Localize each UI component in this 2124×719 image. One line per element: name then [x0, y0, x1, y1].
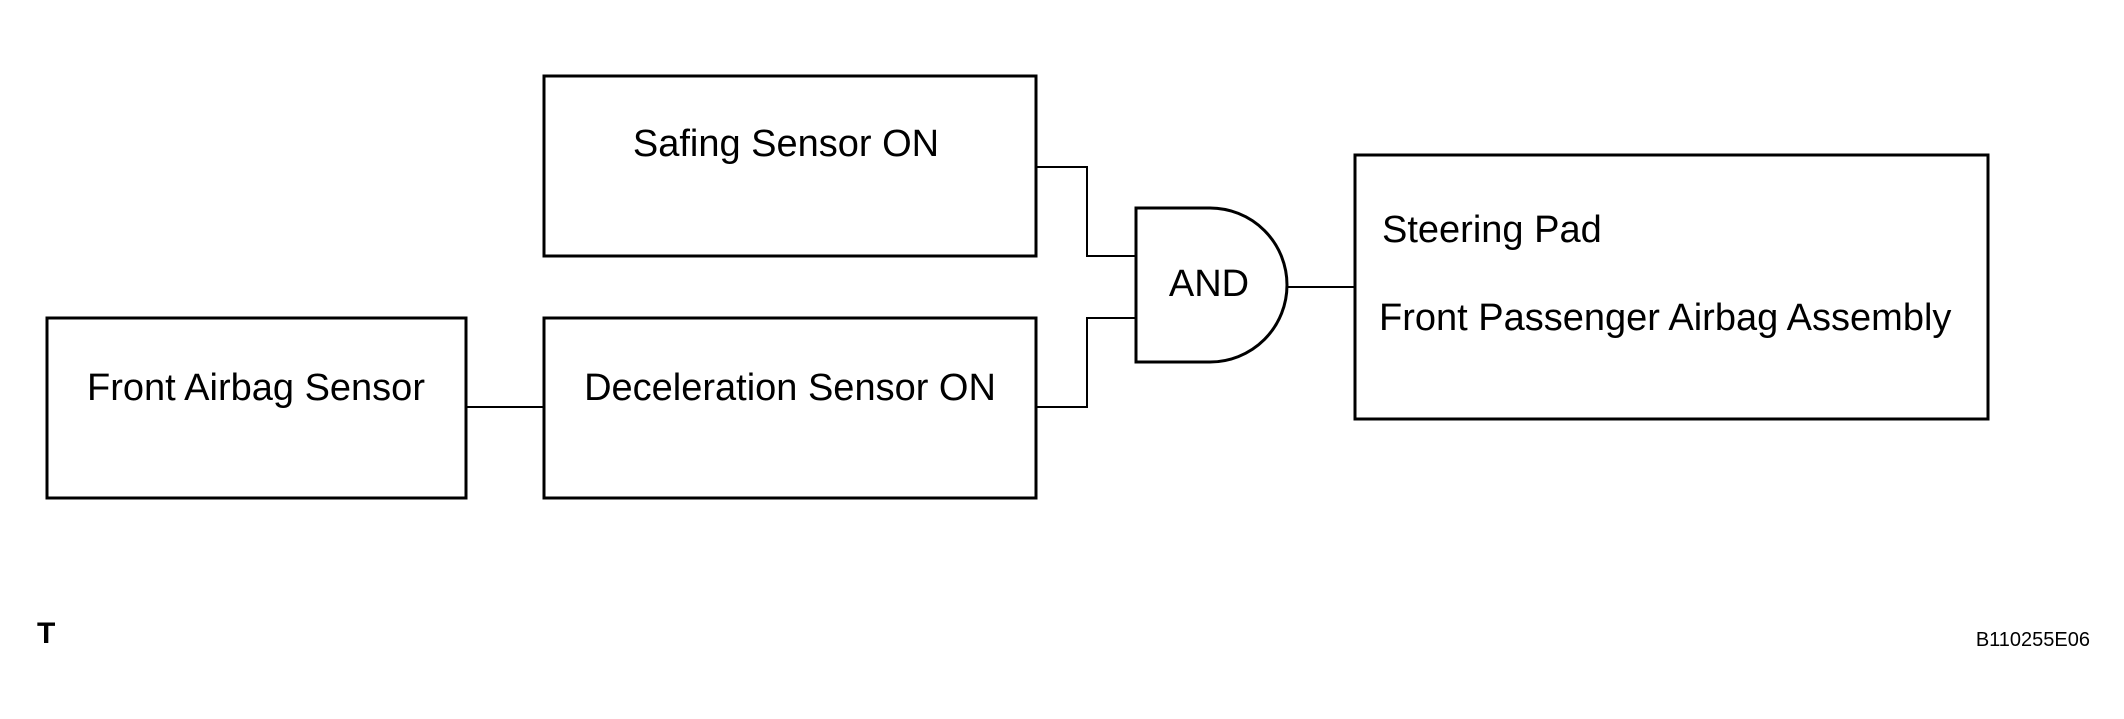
front-airbag-sensor-label: Front Airbag Sensor [87, 367, 425, 409]
deceleration-sensor-box [542, 316, 1038, 500]
front-passenger-airbag-label: Front Passenger Airbag Assembly [1379, 297, 1951, 339]
safing-sensor-label: Safing Sensor ON [633, 123, 939, 165]
safing-sensor-box [542, 74, 1038, 258]
front-airbag-sensor-box [45, 316, 468, 500]
wire-deceleration-to-and [1036, 317, 1136, 408]
and-gate [1134, 206, 1289, 364]
steering-pad-label: Steering Pad [1382, 209, 1602, 251]
and-gate-label: AND [1169, 263, 1249, 305]
output-box [1353, 153, 1990, 421]
corner-mark: T [37, 617, 55, 650]
figure-code: B110255E06 [1976, 629, 2090, 651]
deceleration-sensor-label: Deceleration Sensor ON [584, 367, 996, 409]
wire-safing-to-and [1036, 166, 1136, 257]
